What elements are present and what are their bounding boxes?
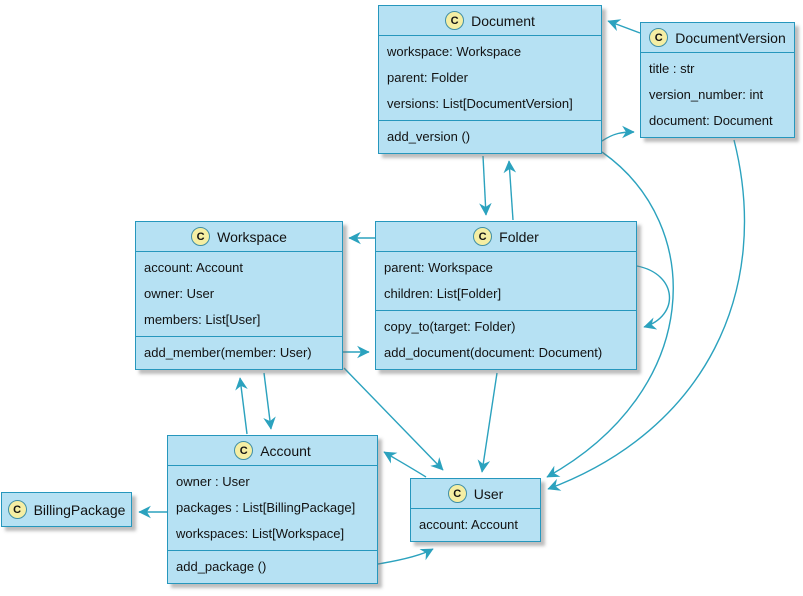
class-header: C BillingPackage [2, 493, 131, 526]
methods-compartment: add_member(member: User) [136, 336, 342, 369]
class-name: Folder [499, 228, 539, 245]
edge-workspace-to-account [263, 372, 276, 430]
class-circle-icon: C [7, 500, 27, 519]
method: add_version () [387, 129, 471, 144]
edge-user-to-account [383, 451, 427, 478]
class-circle-icon: C [649, 28, 669, 47]
edge-document-to-user [546, 151, 674, 478]
attribute: account: Account [144, 260, 244, 275]
class-name: Document [471, 12, 535, 29]
class-header: C Folder [376, 222, 636, 251]
attribute: owner : User [176, 474, 250, 489]
class-workspace: C Workspace account: Account owner: User… [135, 221, 343, 370]
class-header: C Workspace [136, 222, 342, 251]
method: add_package () [176, 559, 267, 574]
attribute: document: Document [649, 113, 773, 128]
attribute: title : str [649, 61, 695, 76]
attributes-compartment: account: Account owner: User members: Li… [136, 251, 342, 336]
method: add_document(document: Document) [384, 345, 603, 360]
class-billingpackage: C BillingPackage [1, 492, 132, 527]
stereotype-letter: C [13, 503, 22, 516]
edge-documentversion-to-user [547, 139, 746, 491]
class-circle-icon: C [445, 11, 465, 30]
method: copy_to(target: Folder) [384, 319, 516, 334]
class-header: C Document [379, 6, 601, 35]
class-document: C Document workspace: Workspace parent: … [378, 5, 602, 154]
stereotype-letter: C [196, 230, 205, 243]
stereotype-letter: C [654, 31, 663, 44]
class-user: C User account: Account [410, 478, 541, 542]
attribute: members: List[User] [144, 312, 261, 327]
class-circle-icon: C [447, 484, 467, 503]
class-header: C User [411, 479, 540, 508]
attributes-compartment: account: Account [411, 508, 540, 541]
attribute: versions: List[DocumentVersion] [387, 96, 573, 111]
edge-folder-to-user [477, 372, 498, 473]
attribute: account: Account [419, 517, 519, 532]
attribute: packages : List[BillingPackage] [176, 500, 356, 515]
attribute: workspace: Workspace [387, 44, 522, 59]
class-account: C Account owner : User packages : List[B… [167, 435, 378, 584]
class-name: Workspace [217, 228, 287, 245]
edge-account-to-user [377, 548, 434, 565]
class-name: BillingPackage [33, 501, 126, 518]
attributes-compartment: title : str version_number: int document… [641, 52, 794, 137]
class-header: C Account [168, 436, 377, 465]
class-name: DocumentVersion [675, 29, 786, 46]
stereotype-letter: C [453, 487, 462, 500]
class-circle-icon: C [191, 227, 211, 246]
class-circle-icon: C [234, 441, 254, 460]
class-header: C DocumentVersion [641, 23, 794, 52]
class-name: Account [260, 442, 311, 459]
edge-document-to-documentversion [601, 125, 635, 142]
edge-account-to-workspace [235, 377, 248, 435]
attributes-compartment: parent: Workspace children: List[Folder] [376, 251, 636, 310]
attribute: parent: Workspace [384, 260, 493, 275]
edge-documentversion-to-document [607, 19, 641, 34]
attribute: parent: Folder [387, 70, 468, 85]
edge-document-to-folder [479, 155, 492, 216]
class-name: User [473, 485, 504, 502]
class-circle-icon: C [473, 227, 493, 246]
edge-folder-self-loop [636, 265, 671, 330]
class-folder: C Folder parent: Workspace children: Lis… [375, 221, 637, 370]
stereotype-letter: C [450, 14, 459, 27]
methods-compartment: copy_to(target: Folder) add_document(doc… [376, 310, 636, 369]
attributes-compartment: owner : User packages : List[BillingPack… [168, 465, 377, 550]
attribute: owner: User [144, 286, 215, 301]
attribute: children: List[Folder] [384, 286, 502, 301]
edge-folder-to-document [503, 160, 517, 221]
stereotype-letter: C [239, 444, 248, 457]
attribute: workspaces: List[Workspace] [176, 526, 345, 541]
methods-compartment: add_version () [379, 120, 601, 153]
methods-compartment: add_package () [168, 550, 377, 583]
attributes-compartment: workspace: Workspace parent: Folder vers… [379, 35, 601, 120]
edge-workspace-to-user [343, 367, 444, 471]
class-documentversion: C DocumentVersion title : str version_nu… [640, 22, 795, 138]
attribute: version_number: int [649, 87, 764, 102]
method: add_member(member: User) [144, 345, 312, 360]
stereotype-letter: C [478, 230, 487, 243]
